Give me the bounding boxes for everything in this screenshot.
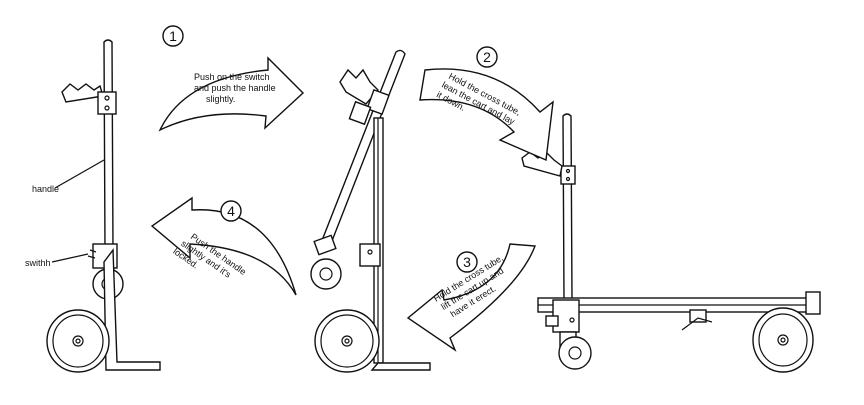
step-3-number: 3 [463,254,471,270]
flat-handle-bracket [560,165,576,185]
switch-leader [51,253,89,263]
flat-handle-tube [562,113,573,301]
cart-upright [46,39,161,373]
step-1-text: Push on the switch and push the handle s… [194,72,278,104]
step-1-line-1: Push on the switch [194,72,270,82]
step-3-arrow [406,243,536,352]
flat-main-wheel [752,307,814,373]
main-wheel [46,309,110,373]
switch-label: swithh [25,258,51,268]
step-2-number: 2 [483,49,491,65]
step-2-badge [476,46,498,68]
handle-label: handle [32,184,59,194]
step-1-arrow [158,56,305,132]
handle-tube [103,39,114,251]
base-plate [103,247,161,371]
tilted-main-wheel [314,309,380,373]
step-1-number: 1 [169,28,177,44]
handle-leader [54,159,105,189]
step-4-badge [220,200,242,222]
tilted-base-plate [370,362,431,371]
step-2-arrow [419,68,554,162]
step-1-line-2: and push the handle [194,83,276,93]
cart-flat [521,113,821,373]
step-1-line-3: slightly. [206,94,235,104]
step-4-number: 4 [227,203,235,219]
bracket [97,91,117,115]
lower-bracket [359,243,381,267]
tilted-caster [310,258,342,290]
tilted-handle-grip [339,68,379,105]
step-1-badge [162,25,184,47]
cart-tilting [310,49,431,373]
handle-grip [61,83,104,103]
step-4-arrow [150,196,297,296]
flat-caster [558,336,592,370]
step-3-badge [456,251,478,273]
